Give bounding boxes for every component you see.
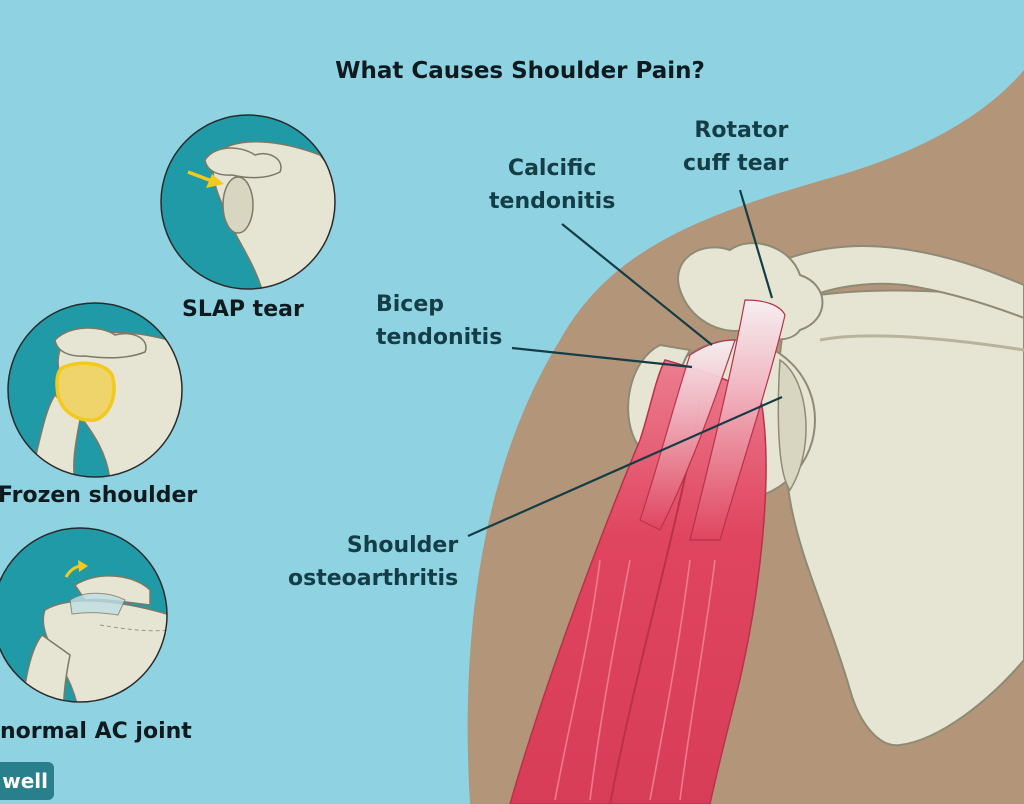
caption-frozen-shoulder: Frozen shoulder [0,483,198,508]
label-line: Shoulder [346,533,459,558]
brand-logo: well [0,762,54,800]
inset-frozen-shoulder [7,302,183,478]
caption-slap-tear: SLAP tear [182,297,304,322]
muscle-fibres [554,559,716,801]
label-line: Rotator [694,118,789,143]
label-rotator-cuff-tear: Rotator cuff tear [683,114,788,180]
label-line: tendonitis [376,325,503,350]
label-line: tendonitis [489,189,616,214]
label-line: Calcific [507,156,597,181]
label-line: cuff tear [683,151,789,176]
biceps-short-tendon [639,339,736,531]
page-title: What Causes Shoulder Pain? [335,58,705,84]
biceps-tendon [689,299,786,541]
acromion-bone [677,242,824,341]
inset-abnormal-ac-joint [0,527,168,703]
label-line: Bicep [376,292,445,317]
clavicle-bone [758,245,1024,320]
inset-slap-tear [160,114,336,290]
frozen-capsule-highlight [55,361,116,422]
label-bicep-tendonitis: Bicep tendonitis [376,288,502,354]
label-line: osteoarthritis [288,566,459,591]
pointer-lines [467,189,783,538]
label-shoulder-osteoarthritis: Shoulder osteoarthritis [288,529,458,595]
label-calcific-tendonitis: Calcific tendonitis [489,152,615,218]
glenoid [777,358,807,492]
scapula-ridge [819,334,1024,352]
caption-abnormal-ac-joint: normal AC joint [0,719,192,744]
